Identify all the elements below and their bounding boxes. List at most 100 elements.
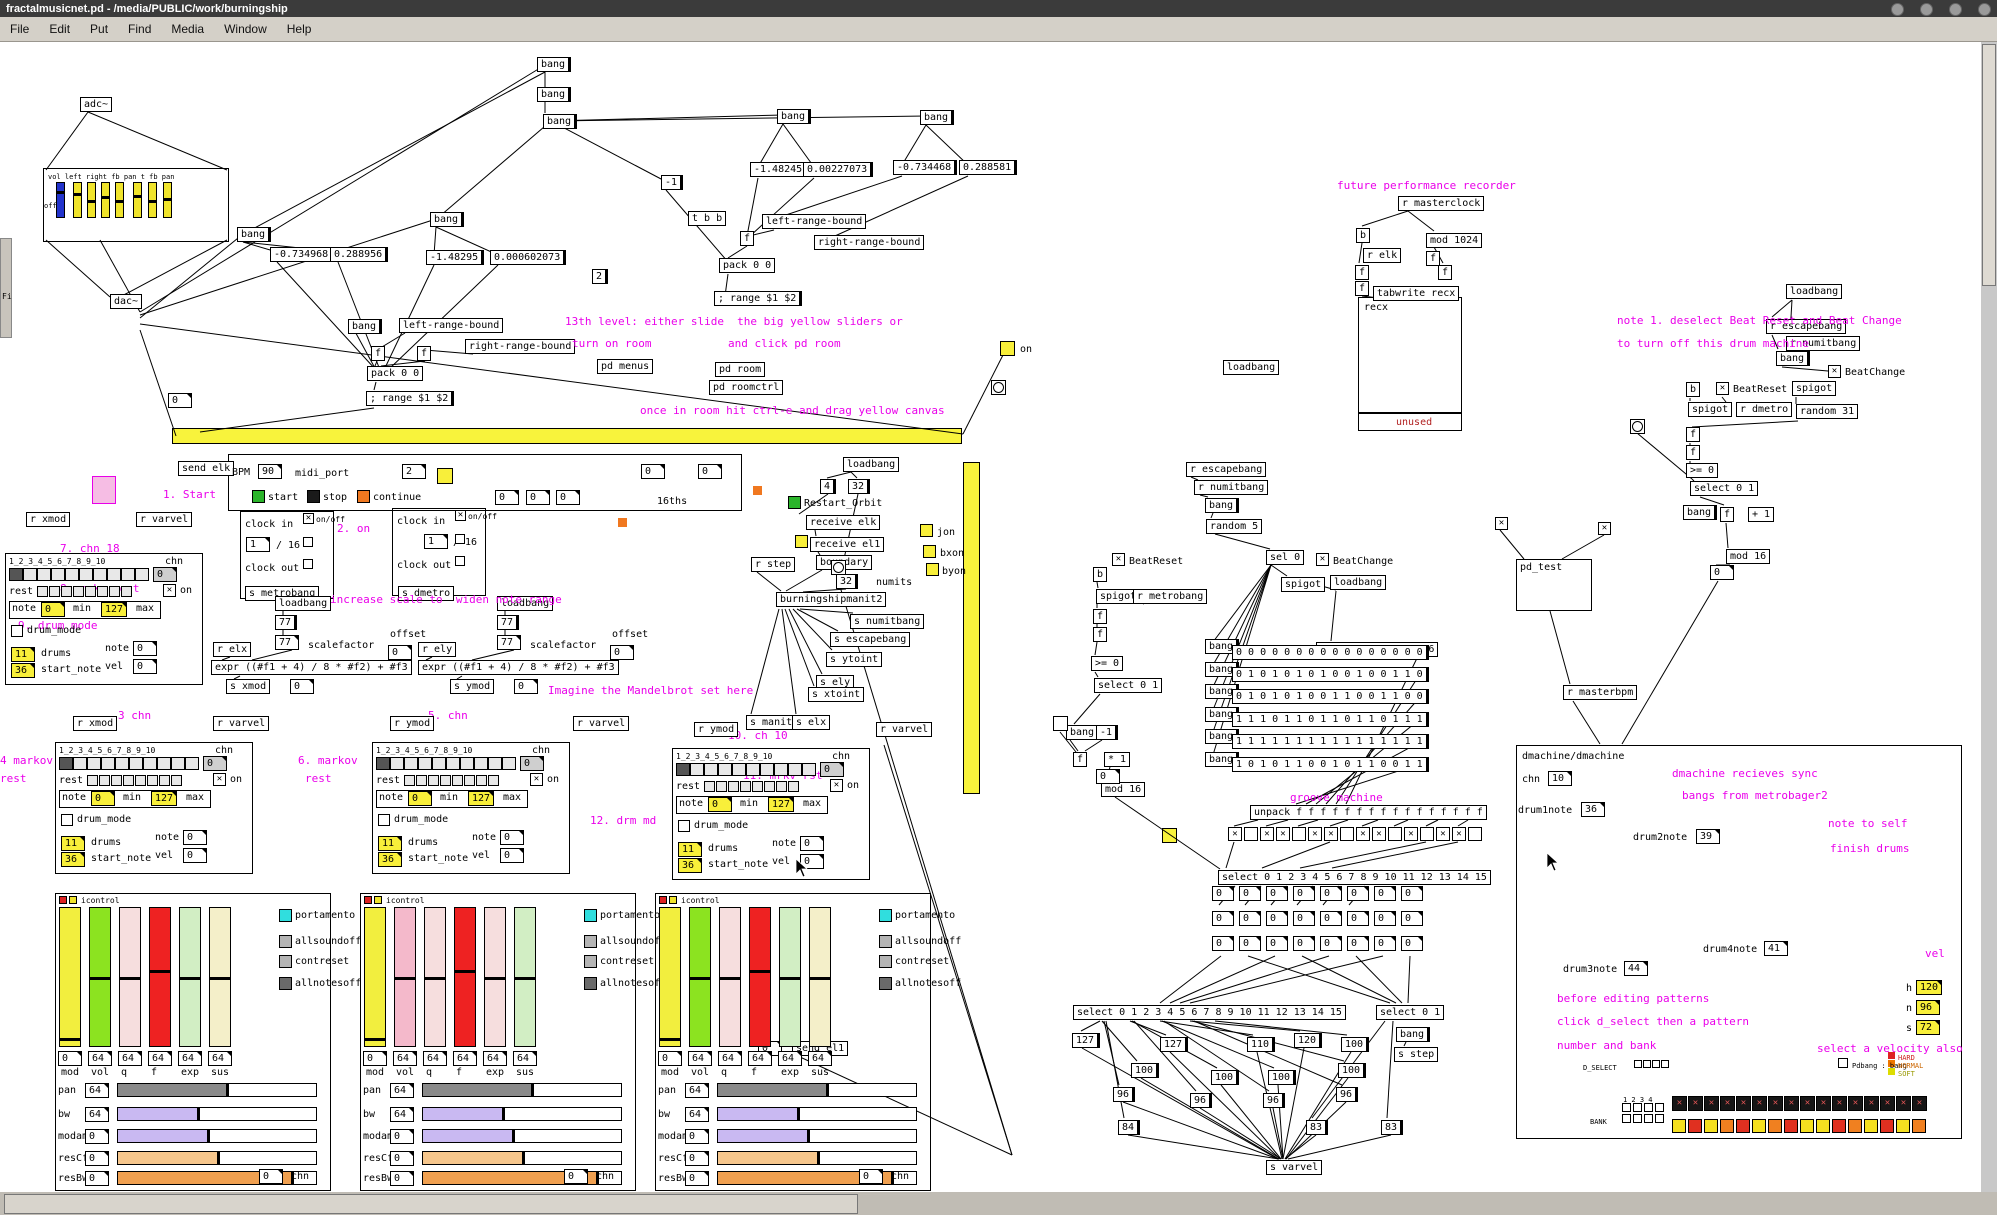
- groove-grid-number[interactable]: 0: [1212, 911, 1234, 926]
- multislider-cell[interactable]: [718, 763, 732, 776]
- object-r-masterclock[interactable]: r masterclock: [1398, 196, 1485, 211]
- note-number[interactable]: 0: [91, 791, 115, 806]
- toggle[interactable]: [307, 490, 320, 503]
- message-bang[interactable]: bang: [1396, 1027, 1431, 1042]
- message-0-1-0-1-0-1-0-0-1-1-0-0-1-1-[interactable]: 0 1 0 1 0 1 0 0 1 1 0 0 1 1 0 0: [1232, 689, 1429, 704]
- groove-step-toggle[interactable]: [1420, 827, 1434, 841]
- multislider-cell[interactable]: [93, 568, 107, 581]
- strip-mod-slider[interactable]: [59, 907, 81, 1047]
- toggle[interactable]: ✕: [303, 513, 314, 524]
- message-96[interactable]: 96: [1190, 1093, 1213, 1108]
- message-1-0-1-0-1-1-0-0-1-0-1-1-0-0-[interactable]: 1 0 1 0 1 1 0 0 1 0 1 1 0 0 1 1: [1232, 757, 1429, 772]
- object-r-masterbpm[interactable]: r masterbpm: [1563, 685, 1638, 700]
- toggle[interactable]: ✕: [1716, 382, 1729, 395]
- object-select-0-1-2-3-4-5-6-7-8-9-1[interactable]: select 0 1 2 3 4 5 6 7 8 9 10 11 12 13 1…: [1073, 1005, 1346, 1020]
- multislider-cell[interactable]: [390, 757, 404, 770]
- number-box[interactable]: 0: [514, 679, 538, 694]
- strip-rescf-slider[interactable]: [117, 1151, 317, 1165]
- object-r-numitbang[interactable]: r numitbang: [1786, 336, 1861, 351]
- strip-q-number[interactable]: 64: [118, 1051, 142, 1066]
- multislider-cell[interactable]: [79, 568, 93, 581]
- number-box[interactable]: 90: [258, 464, 282, 479]
- strip-vol-slider[interactable]: [89, 907, 111, 1047]
- object-f[interactable]: f: [1093, 609, 1108, 624]
- object-select-0-1[interactable]: select 0 1: [1376, 1005, 1445, 1020]
- strip-f-slider[interactable]: [149, 907, 171, 1047]
- message-100[interactable]: 100: [1211, 1070, 1240, 1085]
- rest-cell[interactable]: [428, 775, 439, 786]
- strip-sus-slider[interactable]: [209, 907, 231, 1047]
- object-loadbang[interactable]: loadbang: [1330, 575, 1387, 590]
- object-f[interactable]: f: [1093, 627, 1108, 642]
- object-s-step[interactable]: s step: [1394, 1047, 1439, 1062]
- strip-resbw-number[interactable]: 0: [685, 1171, 709, 1186]
- audio-vslider[interactable]: [148, 182, 157, 218]
- groove-step-toggle[interactable]: ✕: [1260, 827, 1274, 841]
- message-4[interactable]: 4: [820, 479, 837, 494]
- message-bang[interactable]: bang: [537, 87, 572, 102]
- number-box[interactable]: 0: [526, 490, 550, 505]
- multislider-cell[interactable]: [9, 568, 23, 581]
- multislider-cell[interactable]: [404, 757, 418, 770]
- toggle[interactable]: ✕: [1828, 365, 1841, 378]
- object-f[interactable]: f: [1426, 251, 1441, 266]
- strip-rescf-number[interactable]: 0: [685, 1151, 709, 1166]
- audio-vslider[interactable]: [73, 182, 82, 218]
- drum-velocity-cell[interactable]: [1896, 1119, 1910, 1133]
- rest-cell[interactable]: [404, 775, 415, 786]
- channel-on-toggle[interactable]: ✕: [213, 773, 226, 786]
- drum-velocity-cell[interactable]: [1832, 1119, 1846, 1133]
- groove-step-toggle[interactable]: ✕: [1308, 827, 1322, 841]
- toggle[interactable]: [926, 563, 939, 576]
- audio-vslider[interactable]: [101, 182, 110, 218]
- toggle[interactable]: [1053, 716, 1068, 731]
- rest-cell[interactable]: [99, 775, 110, 786]
- toggle[interactable]: [303, 559, 313, 569]
- rest-cell[interactable]: [776, 781, 787, 792]
- strip-contreset-toggle[interactable]: [584, 955, 597, 968]
- groove-step-toggle[interactable]: [1340, 827, 1354, 841]
- toggle[interactable]: [1661, 1060, 1669, 1068]
- toggle[interactable]: [1634, 1060, 1642, 1068]
- strip-allsoundoff-toggle[interactable]: [279, 935, 292, 948]
- note-out-number[interactable]: 0: [500, 830, 524, 845]
- toggle[interactable]: [1000, 341, 1015, 356]
- vel-out-number[interactable]: 0: [500, 848, 524, 863]
- object-s-ymod[interactable]: s ymod: [450, 679, 495, 694]
- message-1[interactable]: -1: [661, 175, 684, 190]
- multislider-cell[interactable]: [59, 757, 73, 770]
- multislider-cell[interactable]: [802, 763, 816, 776]
- groove-step-toggle[interactable]: ✕: [1436, 827, 1450, 841]
- object-expr-f1-4-8-f2-f3[interactable]: expr ((#f1 + 4) / 8 * #f2) + #f3: [211, 660, 412, 675]
- number-box[interactable]: 44: [1624, 961, 1648, 976]
- multislider-cell[interactable]: [446, 757, 460, 770]
- object-dac[interactable]: dac~: [110, 294, 143, 309]
- strip-chn-number[interactable]: 0: [859, 1169, 883, 1184]
- toggle[interactable]: ✕: [1112, 553, 1125, 566]
- number-box[interactable]: 0: [556, 490, 580, 505]
- toggle[interactable]: [357, 490, 370, 503]
- object-adc[interactable]: adc~: [80, 97, 113, 112]
- menu-item-file[interactable]: File: [10, 22, 30, 36]
- groove-grid-number[interactable]: 0: [1266, 936, 1288, 951]
- groove-grid-number[interactable]: 0: [1347, 886, 1369, 901]
- strip-portamento-toggle[interactable]: [879, 909, 892, 922]
- multislider-cell[interactable]: [107, 568, 121, 581]
- channel-chn-number[interactable]: 0: [153, 567, 177, 582]
- groove-grid-number[interactable]: 0: [1320, 886, 1342, 901]
- groove-grid-number[interactable]: 0: [1212, 936, 1234, 951]
- strip-pan-slider[interactable]: [422, 1083, 622, 1097]
- groove-step-toggle[interactable]: ✕: [1356, 827, 1370, 841]
- message-127[interactable]: 127: [1072, 1033, 1101, 1048]
- strip-allnotesoff-toggle[interactable]: [879, 977, 892, 990]
- message-bang[interactable]: bang: [1683, 505, 1718, 520]
- strip-vol-number[interactable]: 64: [393, 1051, 417, 1066]
- message-bang[interactable]: bang: [1776, 351, 1811, 366]
- groove-grid-number[interactable]: 0: [1320, 911, 1342, 926]
- strip-chn-number[interactable]: 0: [259, 1169, 283, 1184]
- number-box[interactable]: 77: [275, 635, 299, 650]
- strip-bw-slider[interactable]: [422, 1107, 622, 1121]
- menu-item-media[interactable]: Media: [171, 22, 205, 36]
- object-r-metrobang[interactable]: r metrobang: [1133, 589, 1208, 604]
- toggle[interactable]: [1838, 1058, 1848, 1068]
